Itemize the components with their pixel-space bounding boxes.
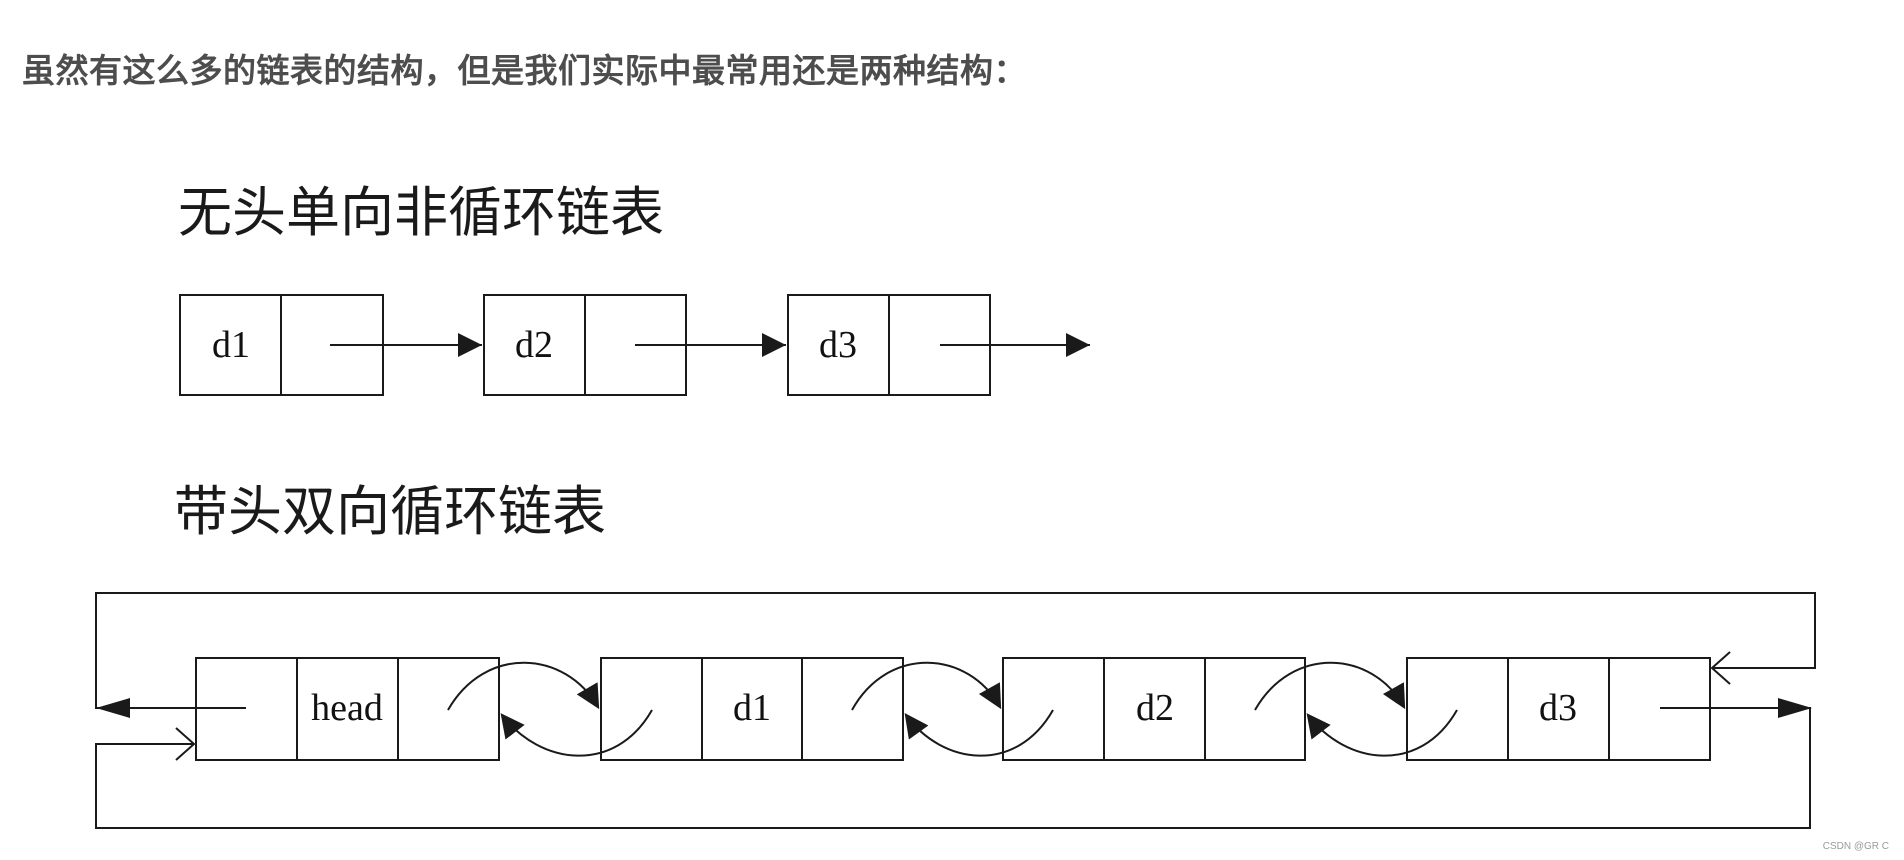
doubly-circular-list <box>95 592 1816 829</box>
node-label-head: head <box>311 687 383 729</box>
prev-pointer-curve <box>500 709 653 757</box>
node-label: d1 <box>212 324 250 366</box>
next-pointer-curve <box>447 661 600 711</box>
diagram-title-doubly-circular: 带头双向循环链表 <box>174 480 606 543</box>
next-pointer-curve <box>1254 661 1406 711</box>
singly-linked-list <box>179 294 1090 396</box>
prev-pointer-curve <box>1306 709 1458 757</box>
node-label: d2 <box>1136 687 1174 729</box>
arrowhead <box>1778 698 1812 718</box>
next-pointer-curve <box>851 661 1002 711</box>
prev-pointer-curve <box>904 709 1054 757</box>
node-label: d3 <box>819 324 857 366</box>
open-arrowhead <box>175 727 196 761</box>
node-label: d3 <box>1539 687 1577 729</box>
list-node <box>600 657 904 761</box>
node-label: d2 <box>515 324 553 366</box>
page-heading: 虽然有这么多的链表的结构，但是我们实际中最常用还是两种结构： <box>22 51 1027 90</box>
diagram-title-singly-linked: 无头单向非循环链表 <box>178 181 664 244</box>
node-label: d1 <box>733 687 771 729</box>
arrowhead <box>96 698 130 718</box>
open-arrowhead <box>1710 651 1731 685</box>
watermark: CSDN @GR C <box>1822 841 1889 852</box>
list-node <box>1002 657 1306 761</box>
